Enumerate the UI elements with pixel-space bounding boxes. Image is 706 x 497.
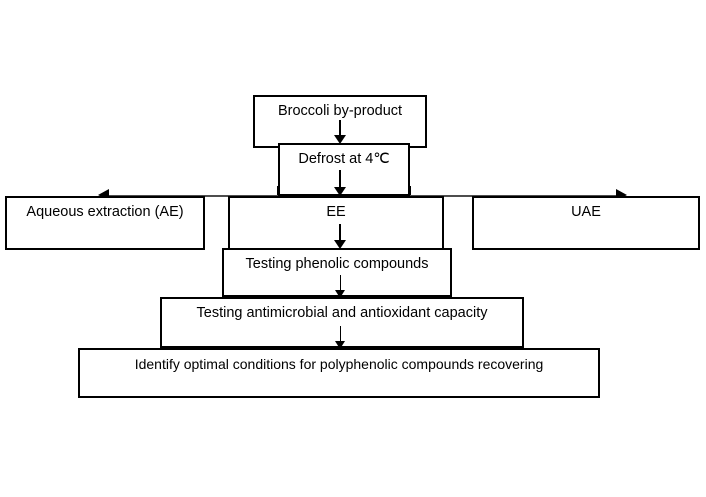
node-testing-antimicrobial-antioxidant-label: Testing antimicrobial and antioxidant ca…	[196, 305, 488, 321]
node-uae[interactable]: UAE	[472, 196, 700, 250]
node-defrost-label: Defrost at 4℃	[298, 151, 390, 167]
node-testing-antimicrobial-antioxidant[interactable]: Testing antimicrobial and antioxidant ca…	[160, 297, 524, 348]
node-testing-phenolic-compounds[interactable]: Testing phenolic compounds	[222, 248, 452, 297]
node-ee-label: EE	[326, 204, 346, 220]
node-identify-optimal-conditions[interactable]: Identify optimal conditions for polyphen…	[78, 348, 600, 398]
node-broccoli-by-product-label: Broccoli by-product	[277, 103, 403, 119]
node-defrost[interactable]: Defrost at 4℃	[278, 143, 410, 196]
node-testing-phenolic-compounds-label: Testing phenolic compounds	[245, 256, 429, 272]
node-ee[interactable]: EE	[228, 196, 444, 250]
node-uae-label: UAE	[571, 204, 601, 220]
node-identify-optimal-conditions-label: Identify optimal conditions for polyphen…	[134, 356, 544, 372]
node-broccoli-by-product[interactable]: Broccoli by-product	[253, 95, 427, 148]
node-aqueous-extraction-label: Aqueous extraction (AE)	[26, 204, 184, 220]
node-aqueous-extraction[interactable]: Aqueous extraction (AE)	[5, 196, 205, 250]
